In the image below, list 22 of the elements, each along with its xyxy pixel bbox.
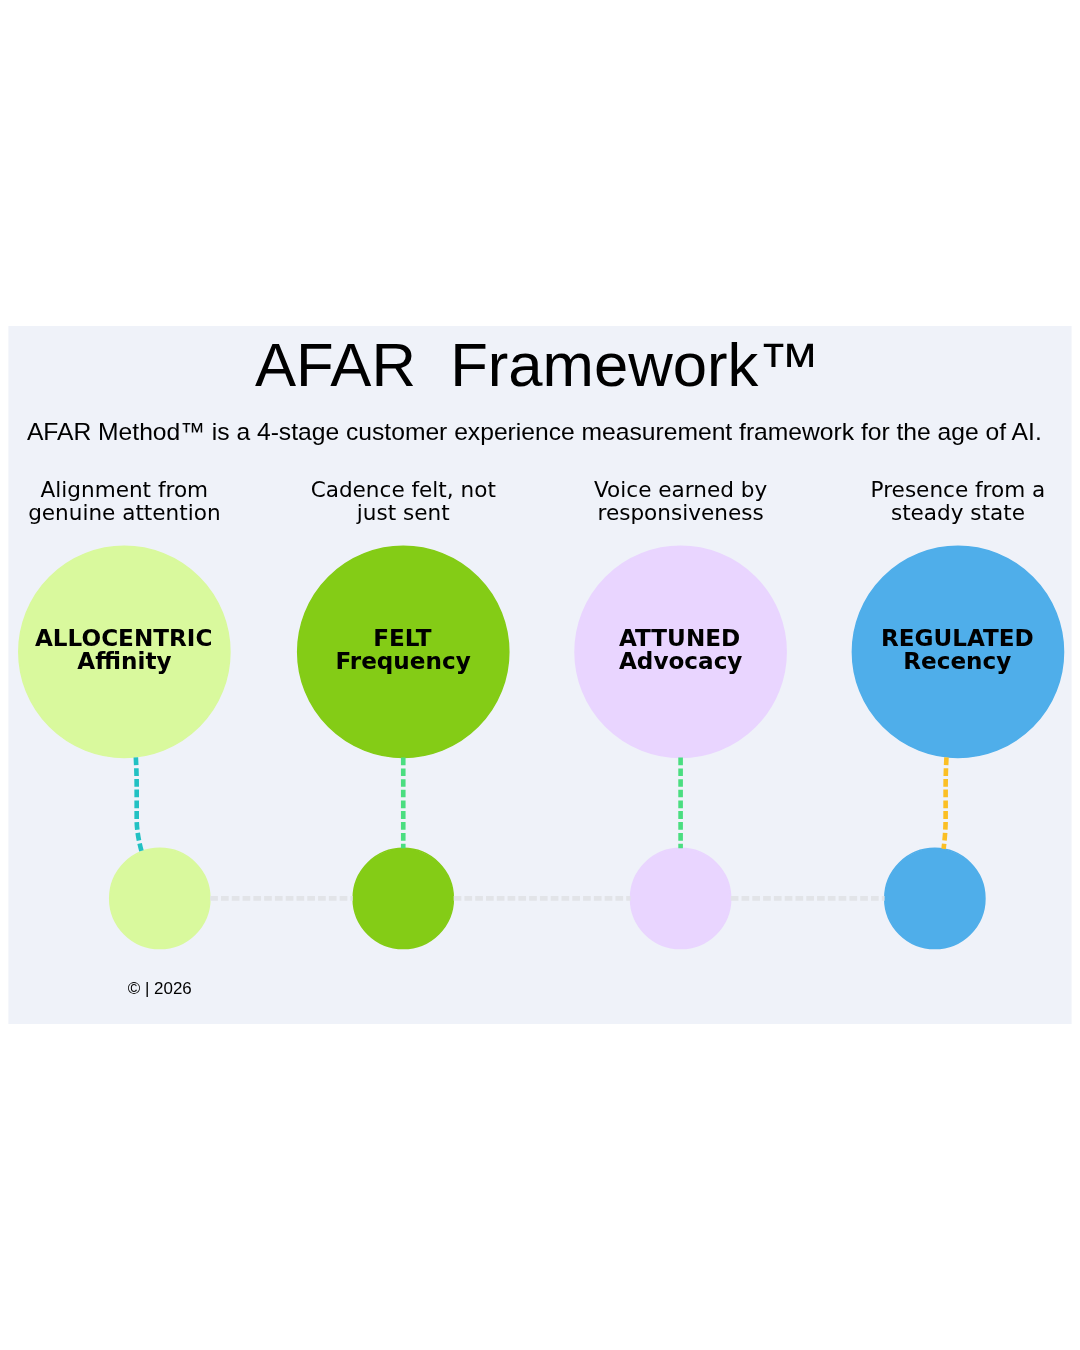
connector: [210, 896, 353, 901]
node-circle: ALLOCENTRIC Affinity: [18, 545, 231, 759]
connector: [678, 757, 683, 849]
connector: [453, 896, 631, 901]
diagram-title: AFAR Framework™: [254, 330, 820, 400]
node-label: Voice earned by responsiveness: [594, 477, 768, 526]
connector: [730, 896, 885, 901]
node-circle: [108, 847, 211, 950]
node-circle: [352, 847, 455, 950]
label: © | 2026: [127, 979, 192, 999]
node-label: Presence from a steady state: [870, 477, 1046, 526]
node-circle: REGULATED Recency: [851, 545, 1065, 759]
connector: [133, 757, 144, 853]
node-label: Alignment from genuine attention: [28, 477, 221, 526]
connector: [941, 757, 949, 850]
node-label: Cadence felt, not just sent: [310, 477, 496, 526]
node-circle: [629, 847, 732, 950]
caption: AFAR Method™ is a 4-stage customer experience measurement framework for the age of AI.: [26, 417, 1042, 445]
node-circle: FELT Frequency: [296, 545, 510, 759]
node-circle: [884, 847, 986, 950]
connector: [400, 757, 406, 849]
node-circle: ATTUNED Advocacy: [574, 545, 787, 759]
